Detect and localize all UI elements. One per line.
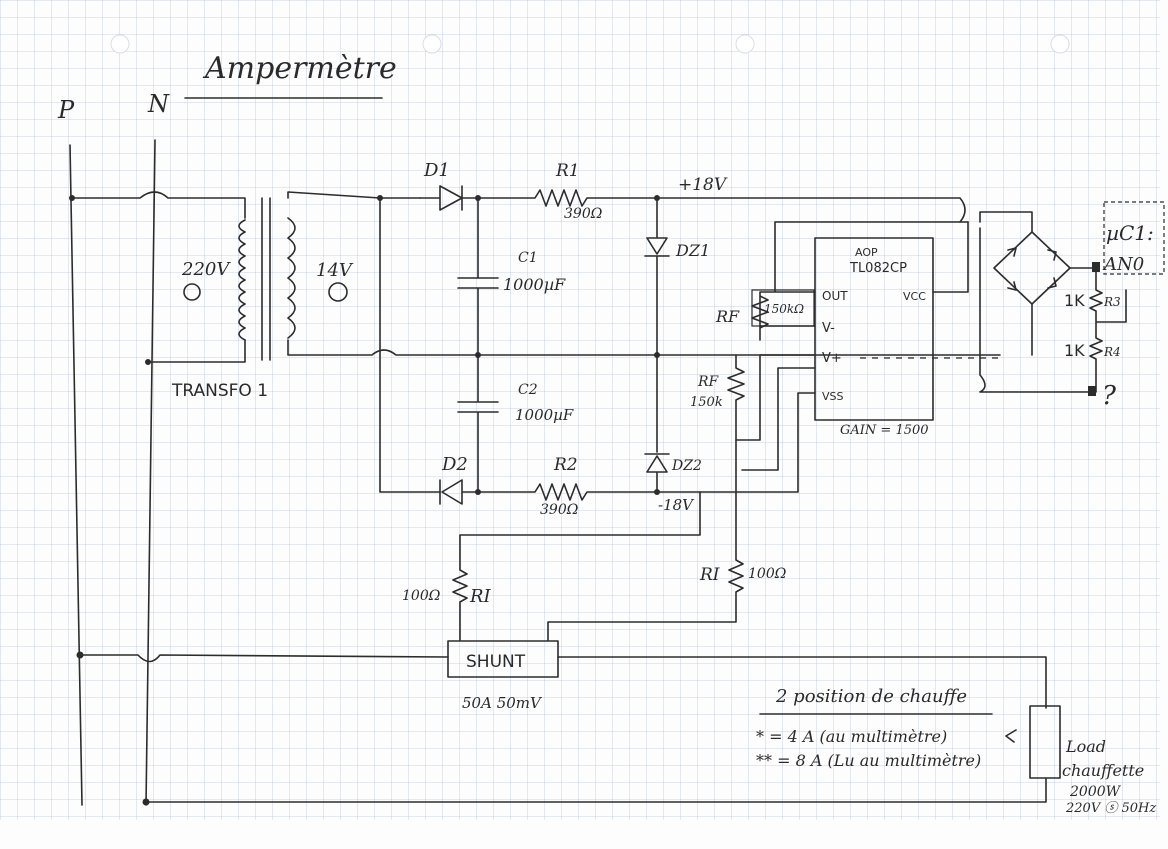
r4-value: 1K [1064, 341, 1085, 360]
mcu-box [1103, 201, 1165, 275]
node [475, 195, 481, 201]
r3-value: 1K [1064, 291, 1085, 310]
opamp-body [814, 237, 934, 421]
transformer-primary-voltage: 220V [181, 259, 231, 280]
r1-name: R1 [555, 161, 580, 181]
divider-resistors [1089, 267, 1127, 393]
ri-right-name: RI [699, 565, 720, 585]
load-line4: 220V ⓢ 50Hz [1065, 801, 1156, 816]
note-arrow-icon [1005, 729, 1017, 743]
pin-vss-label: VSS [822, 390, 844, 403]
c1-value: 1000µF [503, 275, 566, 294]
diode-d2 [439, 479, 481, 505]
rail-label-left: P [57, 96, 75, 124]
rail-left-wire [69, 144, 83, 806]
d2-label: D2 [441, 454, 468, 475]
punch-holes [110, 34, 1070, 54]
r4-name: R4 [1103, 345, 1121, 359]
node [475, 489, 481, 495]
rail-right-wire [145, 139, 156, 806]
r2-name: R2 [553, 455, 578, 475]
ri-left-resistor [452, 491, 701, 641]
primary-top-wire [71, 191, 246, 219]
gnd-pin-marker [1088, 386, 1096, 396]
node [654, 352, 660, 358]
rf-mid-resistor [727, 325, 816, 441]
positive-rail-voltage: +18V [678, 175, 728, 195]
node [377, 195, 383, 201]
transformer [238, 197, 296, 361]
pin-vplus-label: V+ [822, 351, 842, 366]
rail-label-right: N [147, 90, 170, 118]
rf-top-value: 150kΩ [764, 302, 804, 316]
negative-rail-wire [479, 483, 701, 501]
note-2: ** = 8 A (Lu au multimètre) [756, 751, 981, 770]
capacitor-c2 [457, 354, 499, 493]
d1-label: D1 [423, 160, 450, 181]
unknown-pin: ? [1102, 381, 1117, 411]
opamp-header: AOP [855, 246, 878, 259]
pin-vcc-label: VCC [903, 290, 926, 303]
load-heater [1029, 705, 1061, 779]
notes-heading: 2 position de chauffe [775, 686, 967, 707]
an0-pin-marker [1092, 262, 1100, 272]
load-current-wire [79, 654, 1047, 709]
c2-value: 1000µF [515, 406, 574, 424]
vcc-wire [932, 221, 969, 293]
r3-name: R3 [1103, 295, 1121, 309]
r1-value: 390Ω [564, 206, 603, 222]
secondary-top-wire [287, 191, 421, 199]
opamp-part: TL082CP [849, 261, 907, 276]
mcu-label: µC1: [1106, 221, 1154, 245]
positive-rail-wire [477, 189, 966, 223]
ri-right-value: 100Ω [748, 566, 787, 582]
rf-mid-name: RF [697, 374, 720, 390]
zener-dz1 [644, 197, 670, 356]
capacitor-c1 [457, 197, 499, 356]
load-line1: Load [1065, 737, 1106, 756]
opamp-gain: GAIN = 1500 [840, 423, 929, 438]
node [475, 352, 481, 358]
ac-wave-icon [328, 282, 348, 302]
zener-dz2 [644, 354, 670, 493]
page-title: Ampermètre [202, 51, 397, 86]
shunt-body [447, 640, 559, 678]
center-tap-ground-wire [287, 339, 1001, 356]
ri-left-value: 100Ω [402, 588, 441, 604]
pin-out-label: OUT [822, 289, 848, 303]
ri-left-name: RI [469, 586, 492, 607]
opamp-input-wires [699, 367, 816, 493]
shunt-rating: 50A 50mV [462, 694, 543, 712]
ri-right-resistor [547, 439, 744, 641]
dz1-label: DZ1 [675, 241, 710, 260]
r2-value: 390Ω [540, 502, 579, 518]
load-line2: chauffette [1062, 761, 1144, 780]
node [654, 195, 660, 201]
diode-d1 [419, 185, 479, 211]
secondary-to-d2-wire [379, 197, 441, 493]
c2-name: C2 [518, 382, 538, 398]
dz2-label: DZ2 [671, 458, 702, 474]
c1-name: C1 [518, 250, 538, 266]
primary-bottom-wire [147, 339, 246, 363]
transformer-secondary-voltage: 14V [316, 260, 354, 281]
transformer-label: TRANSFO 1 [171, 381, 268, 401]
diode-bridge [993, 231, 1095, 356]
bridge-wires [979, 211, 1091, 393]
rf-mid-value: 150k [690, 395, 723, 410]
mcu-pin: AN0 [1102, 254, 1144, 275]
pin-vminus-label: V- [822, 321, 835, 336]
load-return-wire [145, 777, 1047, 803]
shunt-label: SHUNT [466, 652, 526, 672]
ac-source-icon [183, 283, 201, 301]
feedback-wires [751, 221, 969, 341]
rf-top-name: RF [715, 307, 740, 326]
note-1: * = 4 A (au multimètre) [756, 727, 947, 746]
load-line3: 2000W [1069, 784, 1122, 800]
grid-paper [0, 0, 1160, 820]
negative-rail-voltage: -18V [658, 496, 695, 514]
node [654, 489, 660, 495]
